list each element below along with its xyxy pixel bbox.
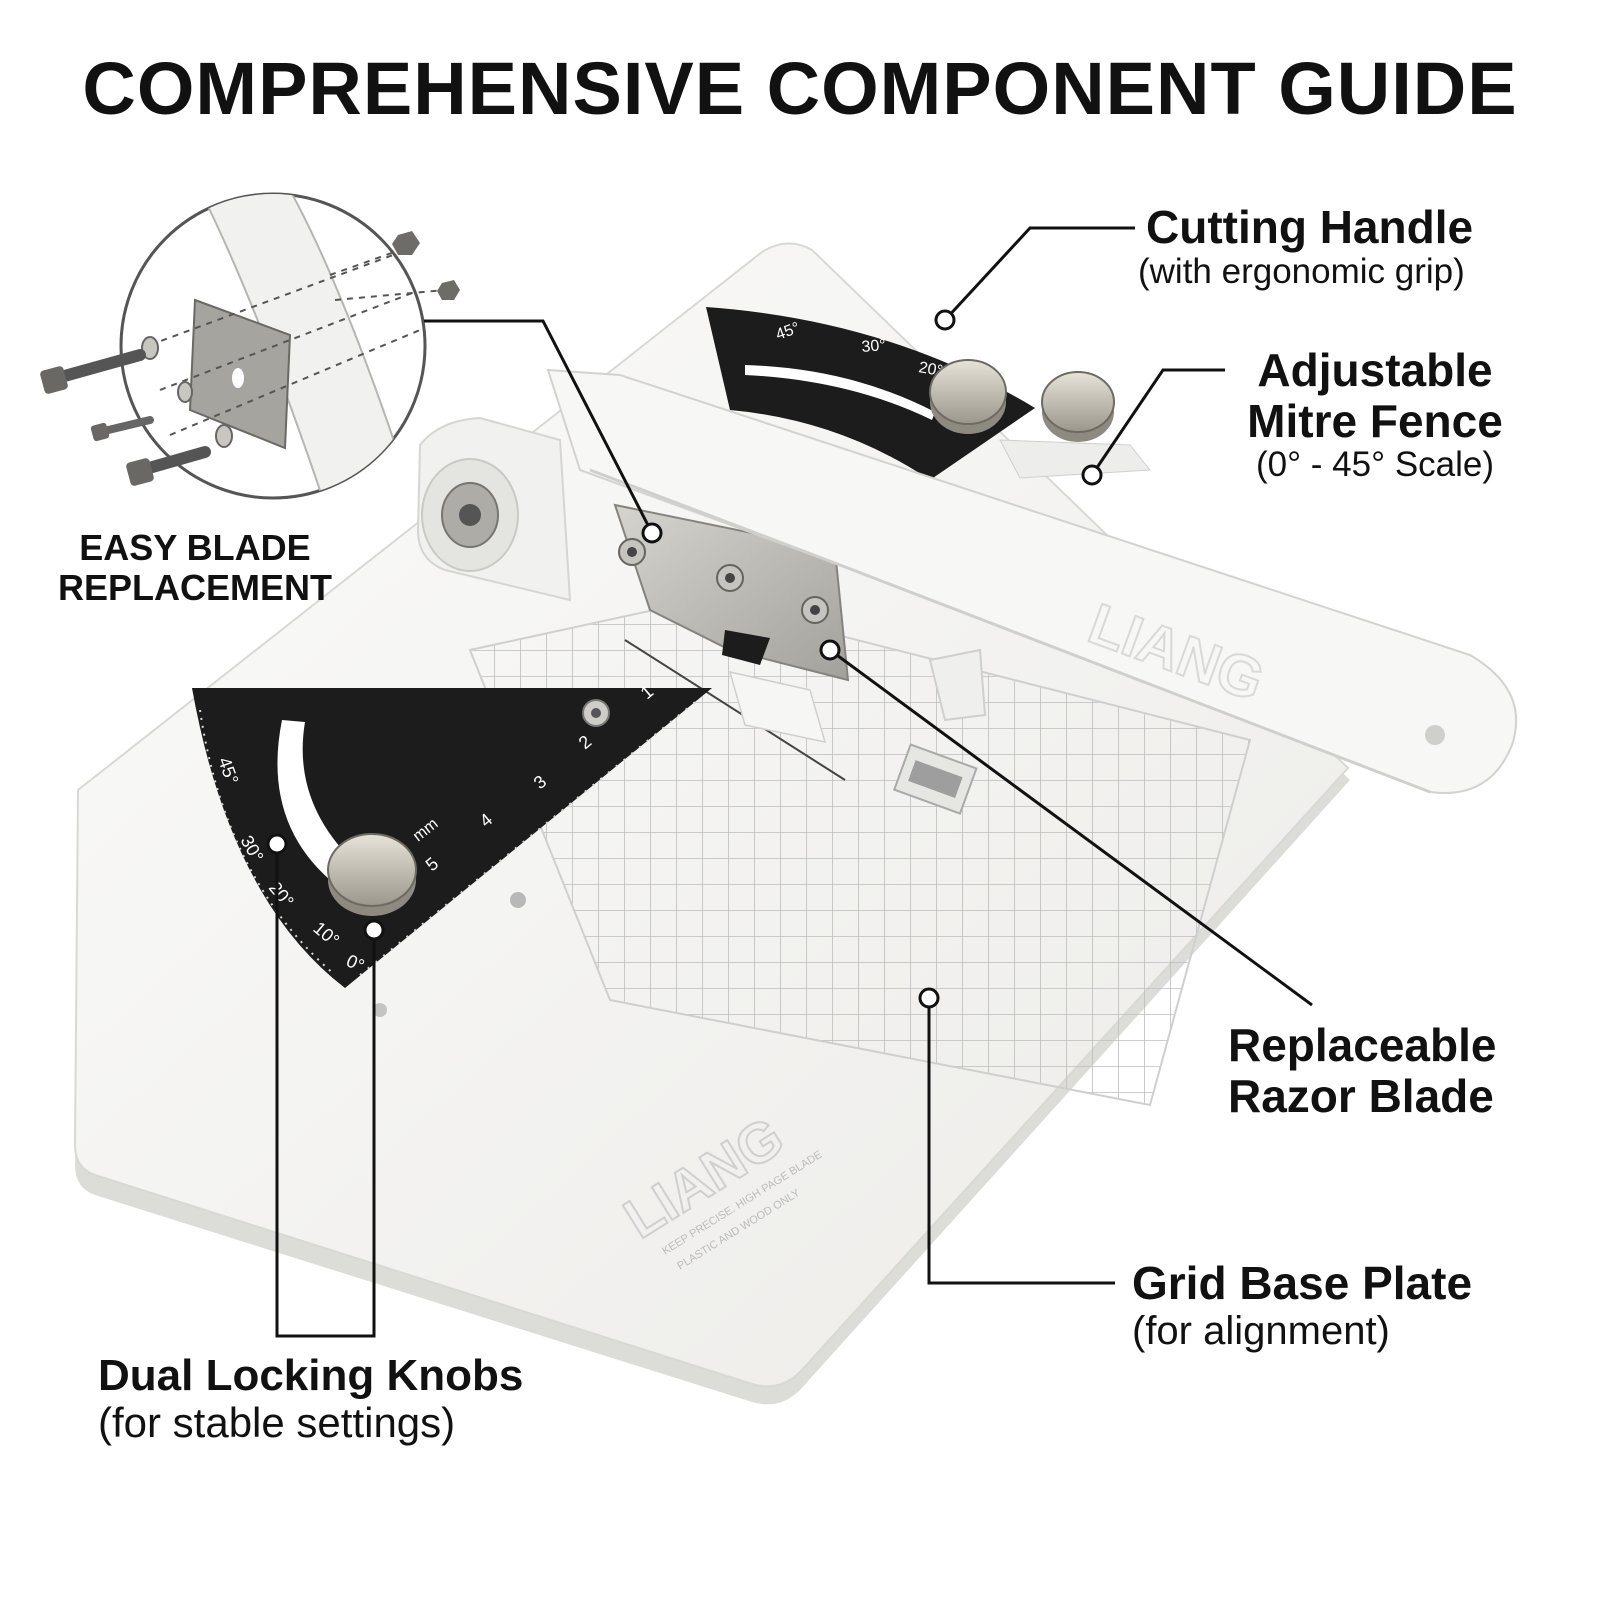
cutting-handle-name: Cutting Handle	[1146, 201, 1474, 253]
callout-cutting-handle: Cutting Handle (with ergonomic grip)	[1138, 202, 1473, 291]
callout-leader-lines	[275, 226, 1313, 1338]
leader-blade-replacement	[424, 319, 654, 534]
inset-caption: EASY BLADE REPLACEMENT	[40, 528, 350, 607]
back-locking-knob-1	[929, 359, 1007, 434]
grid-plate-detail: (for alignment)	[1132, 1308, 1390, 1353]
page-title: COMPREHENSIVE COMPONENT GUIDE	[82, 47, 1518, 130]
inset-caption-line-1: EASY BLADE	[79, 527, 311, 568]
razor-blade-name-line-1: Replaceable	[1228, 1019, 1497, 1071]
callout-anchor-dots	[266, 309, 1103, 1009]
callout-grid-plate: Grid Base Plate (for alignment)	[1132, 1258, 1472, 1353]
razor-blade-name-line-2: Razor Blade	[1228, 1069, 1494, 1122]
razor-blade-holder	[613, 503, 850, 743]
callout-locking-knobs: Dual Locking Knobs (for stable settings)	[98, 1351, 524, 1447]
cutting-handle-detail: (with ergonomic grip)	[1138, 251, 1465, 291]
blade-replacement-inset	[40, 192, 460, 500]
callout-razor-blade: Replaceable Razor Blade	[1228, 1020, 1496, 1121]
leader-razor-blade	[829, 648, 1313, 1007]
front-locking-knob	[327, 833, 417, 916]
leader-mitre-fence	[1090, 368, 1225, 476]
mitre-fence-name-line-1: Adjustable	[1257, 344, 1493, 396]
cutting-handle-arm: LIANG	[546, 368, 1518, 794]
leader-locking-knobs	[275, 844, 376, 1338]
grid-plate-name: Grid Base Plate	[1132, 1257, 1473, 1309]
back-angle-label-1: 30°	[861, 337, 887, 356]
inset-caption-line-2: REPLACEMENT	[57, 566, 332, 608]
mitre-fence-name-line-2: Mitre Fence	[1247, 394, 1503, 447]
mitre-fence-detail: (0° - 45° Scale)	[1255, 445, 1495, 485]
locking-knobs-detail: (for stable settings)	[98, 1399, 456, 1447]
leader-cutting-handle	[943, 226, 1135, 322]
callout-mitre-fence: Adjustable Mitre Fence (0° - 45° Scale)	[1240, 345, 1510, 485]
back-locking-knob-2	[1041, 371, 1115, 442]
leader-grid-plate	[927, 998, 1115, 1285]
locking-knobs-name: Dual Locking Knobs	[98, 1351, 524, 1400]
pivot-block	[416, 416, 572, 602]
